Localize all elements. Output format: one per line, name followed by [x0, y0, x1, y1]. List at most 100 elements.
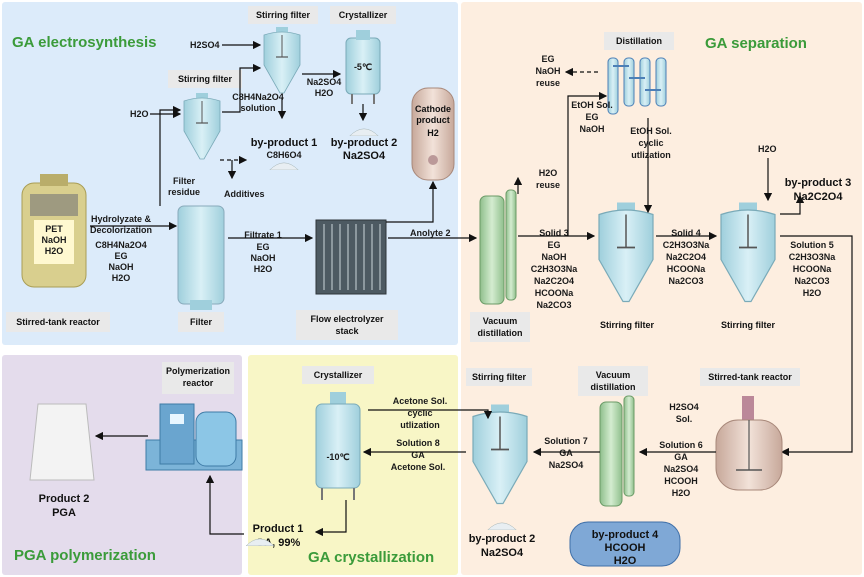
label-flow-stack-2: stack	[335, 326, 359, 336]
distillation-label-box	[604, 32, 674, 50]
stream-solution7-3: Na2SO4	[549, 460, 584, 470]
byproduct-1: by-product 1	[251, 137, 318, 149]
stream-acetone-cyclic-3: utlization	[400, 420, 440, 430]
stream-solid3: Solid 3	[539, 228, 569, 238]
stream-etoh-cyclic-3: utlization	[631, 150, 671, 160]
stream-h2so4-top: H2SO4	[190, 40, 220, 50]
stream-acetone-cyclic: Acetone Sol.	[393, 396, 448, 406]
stream-solution6-4: HCOOH	[664, 476, 698, 486]
stream-h2o-right: H2O	[758, 144, 777, 154]
separation-flow-arrows	[513, 67, 853, 457]
stream-residue: Filter	[173, 176, 196, 186]
stream-solid4-2: C2H3O3Na	[663, 240, 711, 250]
label-vacuum-1: Vacuum	[483, 316, 518, 326]
byproduct-3-formula: Na2C2O4	[794, 191, 844, 203]
product-2-name: PGA	[52, 507, 76, 519]
flow-electrolyzer-stack	[315, 219, 387, 295]
stream-solution5-2: C2H3O3Na	[789, 252, 837, 262]
byproduct-2-bottom: by-product 2	[469, 533, 536, 545]
stream-solid3-6: HCOONa	[535, 288, 574, 298]
pet-h2o-label: H2O	[45, 246, 64, 256]
stream-solution5: Solution 5	[790, 240, 834, 250]
label-vacuum-2: Vacuum	[596, 370, 631, 380]
vacuum-distillation-2	[599, 395, 635, 507]
stream-solution8: Solution 8	[396, 438, 440, 448]
stream-na2so4-2: H2O	[315, 88, 334, 98]
stream-na2so4: Na2SO4	[307, 77, 342, 87]
stream-solid4-5: Na2CO3	[668, 276, 703, 286]
stream-eg-reuse-2: NaOH	[535, 66, 560, 76]
label-vacuum-1b: distillation	[478, 328, 523, 338]
label-polymerization-reactor-2: reactor	[183, 378, 214, 388]
crystallizer-top	[345, 30, 381, 104]
stream-c8: C8H4Na2O4	[232, 92, 284, 102]
section-title-separation: GA separation	[705, 35, 807, 52]
byproduct-2-top: by-product 2	[331, 137, 398, 149]
stream-solution8-2: GA	[411, 450, 425, 460]
lower-flow-arrows	[94, 409, 716, 537]
byproduct-3: by-product 3	[785, 177, 852, 189]
stream-solid4-3: Na2C2O4	[666, 252, 706, 262]
stream-solution7: Solution 7	[544, 436, 588, 446]
vacuum-distillation-1	[479, 189, 517, 305]
label-cathode: Cathode	[415, 104, 451, 114]
stream-etoh: EtOH Sol.	[571, 100, 613, 110]
stream-solution8-3: Acetone Sol.	[391, 462, 446, 472]
stream-h2o-reuse-2: reuse	[536, 180, 560, 190]
stream-solid4: Solid 4	[671, 228, 701, 238]
stream-eg-reuse: EG	[541, 54, 554, 64]
product-1-purity: GA, 99%	[256, 537, 301, 549]
byproduct-4: by-product 4	[592, 529, 659, 541]
stream-h2so4-sol: H2SO4	[669, 402, 699, 412]
byproduct-2-top-formula: Na2SO4	[343, 150, 386, 162]
label-vacuum-2b: distillation	[591, 382, 636, 392]
product-1: Product 1	[253, 523, 304, 535]
stream-h2so4-sol-2: Sol.	[676, 414, 693, 424]
stirring-filter-e-label-box	[466, 368, 532, 386]
stream-filtrate1-3: NaOH	[250, 253, 275, 263]
label-flow-stack: Flow electrolyzer	[310, 314, 384, 324]
stream-solution6-2: GA	[674, 452, 688, 462]
label-crystallizer-a: Crystallizer	[339, 10, 388, 20]
label-cathode-3: H2	[427, 128, 439, 138]
stream-solid3-3: NaOH	[541, 252, 566, 262]
electrosynthesis-panel	[2, 2, 458, 345]
label-stirring-filter-c: Stirring filter	[600, 320, 655, 330]
pga-bag	[29, 403, 95, 481]
electro-flow-arrows	[90, 40, 478, 243]
stream-solution7-2: GA	[559, 448, 573, 458]
stream-solid3-4: C2H3O3Na	[531, 264, 579, 274]
stream-hydrolyzate-6: H2O	[112, 273, 131, 283]
label-stirred-tank-2: Stirred-tank reactor	[708, 372, 792, 382]
polymerization-reactor	[145, 403, 243, 471]
stream-etoh-cyclic: EtOH Sol.	[630, 126, 672, 136]
stream-hydrolyzate: Hydrolyzate &	[91, 214, 152, 224]
byproduct-4-water: H2O	[614, 555, 637, 567]
byproduct-4-formula: HCOOH	[605, 542, 646, 554]
filter-unit	[177, 205, 225, 310]
stream-solution6-3: Na2SO4	[664, 464, 699, 474]
vacuum-1-label-box	[470, 312, 530, 342]
stream-filtrate1: Filtrate 1	[244, 230, 282, 240]
cryst-a-temp: -5℃	[354, 62, 372, 72]
section-title-polymer: PGA polymerization	[14, 547, 156, 564]
crystallizer-b-label-box	[302, 366, 374, 384]
stream-solid3-2: EG	[547, 240, 560, 250]
polymerization-reactor-label-box	[162, 362, 234, 394]
label-stirring-filter-e: Stirring filter	[472, 372, 527, 382]
crystallizer-b	[315, 392, 361, 500]
stirred-tank-2-label-box	[700, 368, 800, 386]
stream-solution5-5: H2O	[803, 288, 822, 298]
stream-etoh-3: NaOH	[579, 124, 604, 134]
stream-solution5-3: HCOONa	[793, 264, 832, 274]
stream-etoh-cyclic-2: cyclic	[638, 138, 663, 148]
stirred-tank-reactor-2	[715, 396, 783, 491]
label-crystallizer-b: Crystallizer	[314, 370, 363, 380]
stream-hydrolyzate-2: Decolorization	[90, 225, 152, 235]
stream-hydrolyzate-5: NaOH	[108, 262, 133, 272]
stream-hydrolyzate-3: C8H4Na2O4	[95, 240, 147, 250]
stream-residue-2: residue	[168, 187, 200, 197]
stream-etoh-2: EG	[585, 112, 598, 122]
stream-filtrate1-4: H2O	[254, 264, 273, 274]
